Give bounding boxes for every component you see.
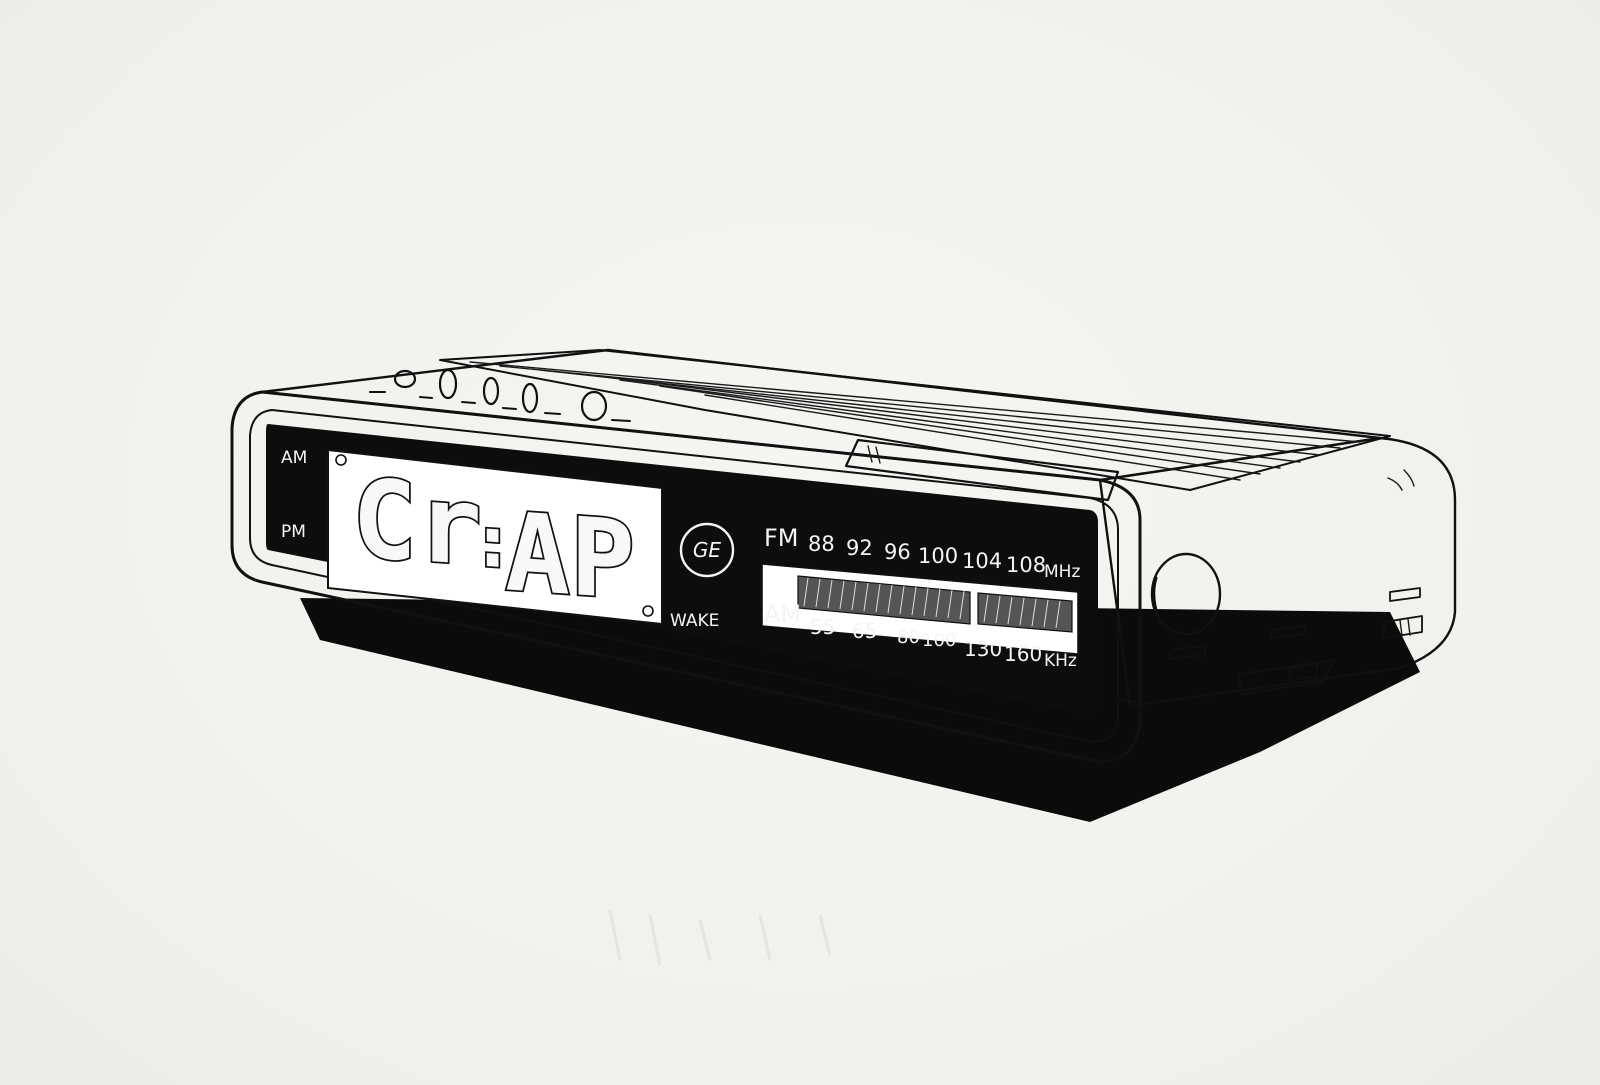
panel-labels: AM PM WAKE [281, 448, 719, 631]
brand-logo: GE [679, 522, 735, 578]
led-window [327, 448, 663, 626]
front-display-panel [266, 424, 1098, 715]
am-tick-80: 80 [897, 627, 920, 648]
am-scale: AM 55 65 80 100 130 160 KHz [764, 600, 1077, 671]
fm-tick-96: 96 [884, 540, 911, 564]
side-slot-1 [1169, 645, 1206, 660]
fm-tick-104: 104 [962, 549, 1002, 573]
tuning-bar-right [977, 592, 1073, 633]
display-left-digits: Cr [352, 456, 482, 591]
am-tick-130: 130 [964, 637, 1002, 661]
logo-text: GE [693, 538, 721, 562]
display-colon: : [471, 498, 514, 585]
fm-scale: FM 88 92 96 100 104 108 MHz [764, 524, 1080, 582]
top-speaker-grille [439, 349, 1391, 502]
am-tick-55: 55 [810, 615, 835, 639]
faint-pencil-marks [608, 909, 832, 966]
am-tick-65: 65 [852, 619, 877, 643]
led-digits: Cr : AP [350, 454, 637, 626]
top-control-knobs [369, 368, 631, 422]
side-switch [1383, 615, 1423, 639]
am-tick-160: 160 [1004, 642, 1042, 666]
tuning-bar-left [797, 575, 971, 625]
fm-tick-100: 100 [918, 544, 958, 568]
alarm-indicator-dot [642, 605, 654, 617]
knob-3 [482, 376, 500, 406]
am-unit: KHz [1044, 651, 1077, 671]
knob-2 [438, 368, 458, 400]
side-controls [1150, 469, 1423, 695]
fm-tick-108: 108 [1006, 553, 1046, 577]
am-scale-label: AM [764, 600, 801, 628]
am-label: AM [281, 448, 307, 468]
am-indicator-dot [335, 454, 347, 466]
knob-1 [393, 369, 417, 389]
knob-4 [521, 382, 539, 414]
display-right-digits: AP [505, 489, 635, 624]
side-slot-2 [1271, 625, 1306, 639]
bottom-slider [1239, 659, 1336, 695]
pm-label: PM [281, 522, 306, 542]
side-slot-3 [1389, 587, 1421, 602]
fm-unit: MHz [1044, 562, 1080, 582]
fm-label: FM [764, 524, 799, 552]
fm-tick-92: 92 [846, 536, 873, 560]
am-tick-100: 100 [922, 630, 956, 651]
fm-tick-88: 88 [808, 532, 835, 556]
wake-label: WAKE [670, 611, 719, 631]
knob-5 [580, 390, 608, 422]
tuning-knob [1150, 552, 1222, 636]
